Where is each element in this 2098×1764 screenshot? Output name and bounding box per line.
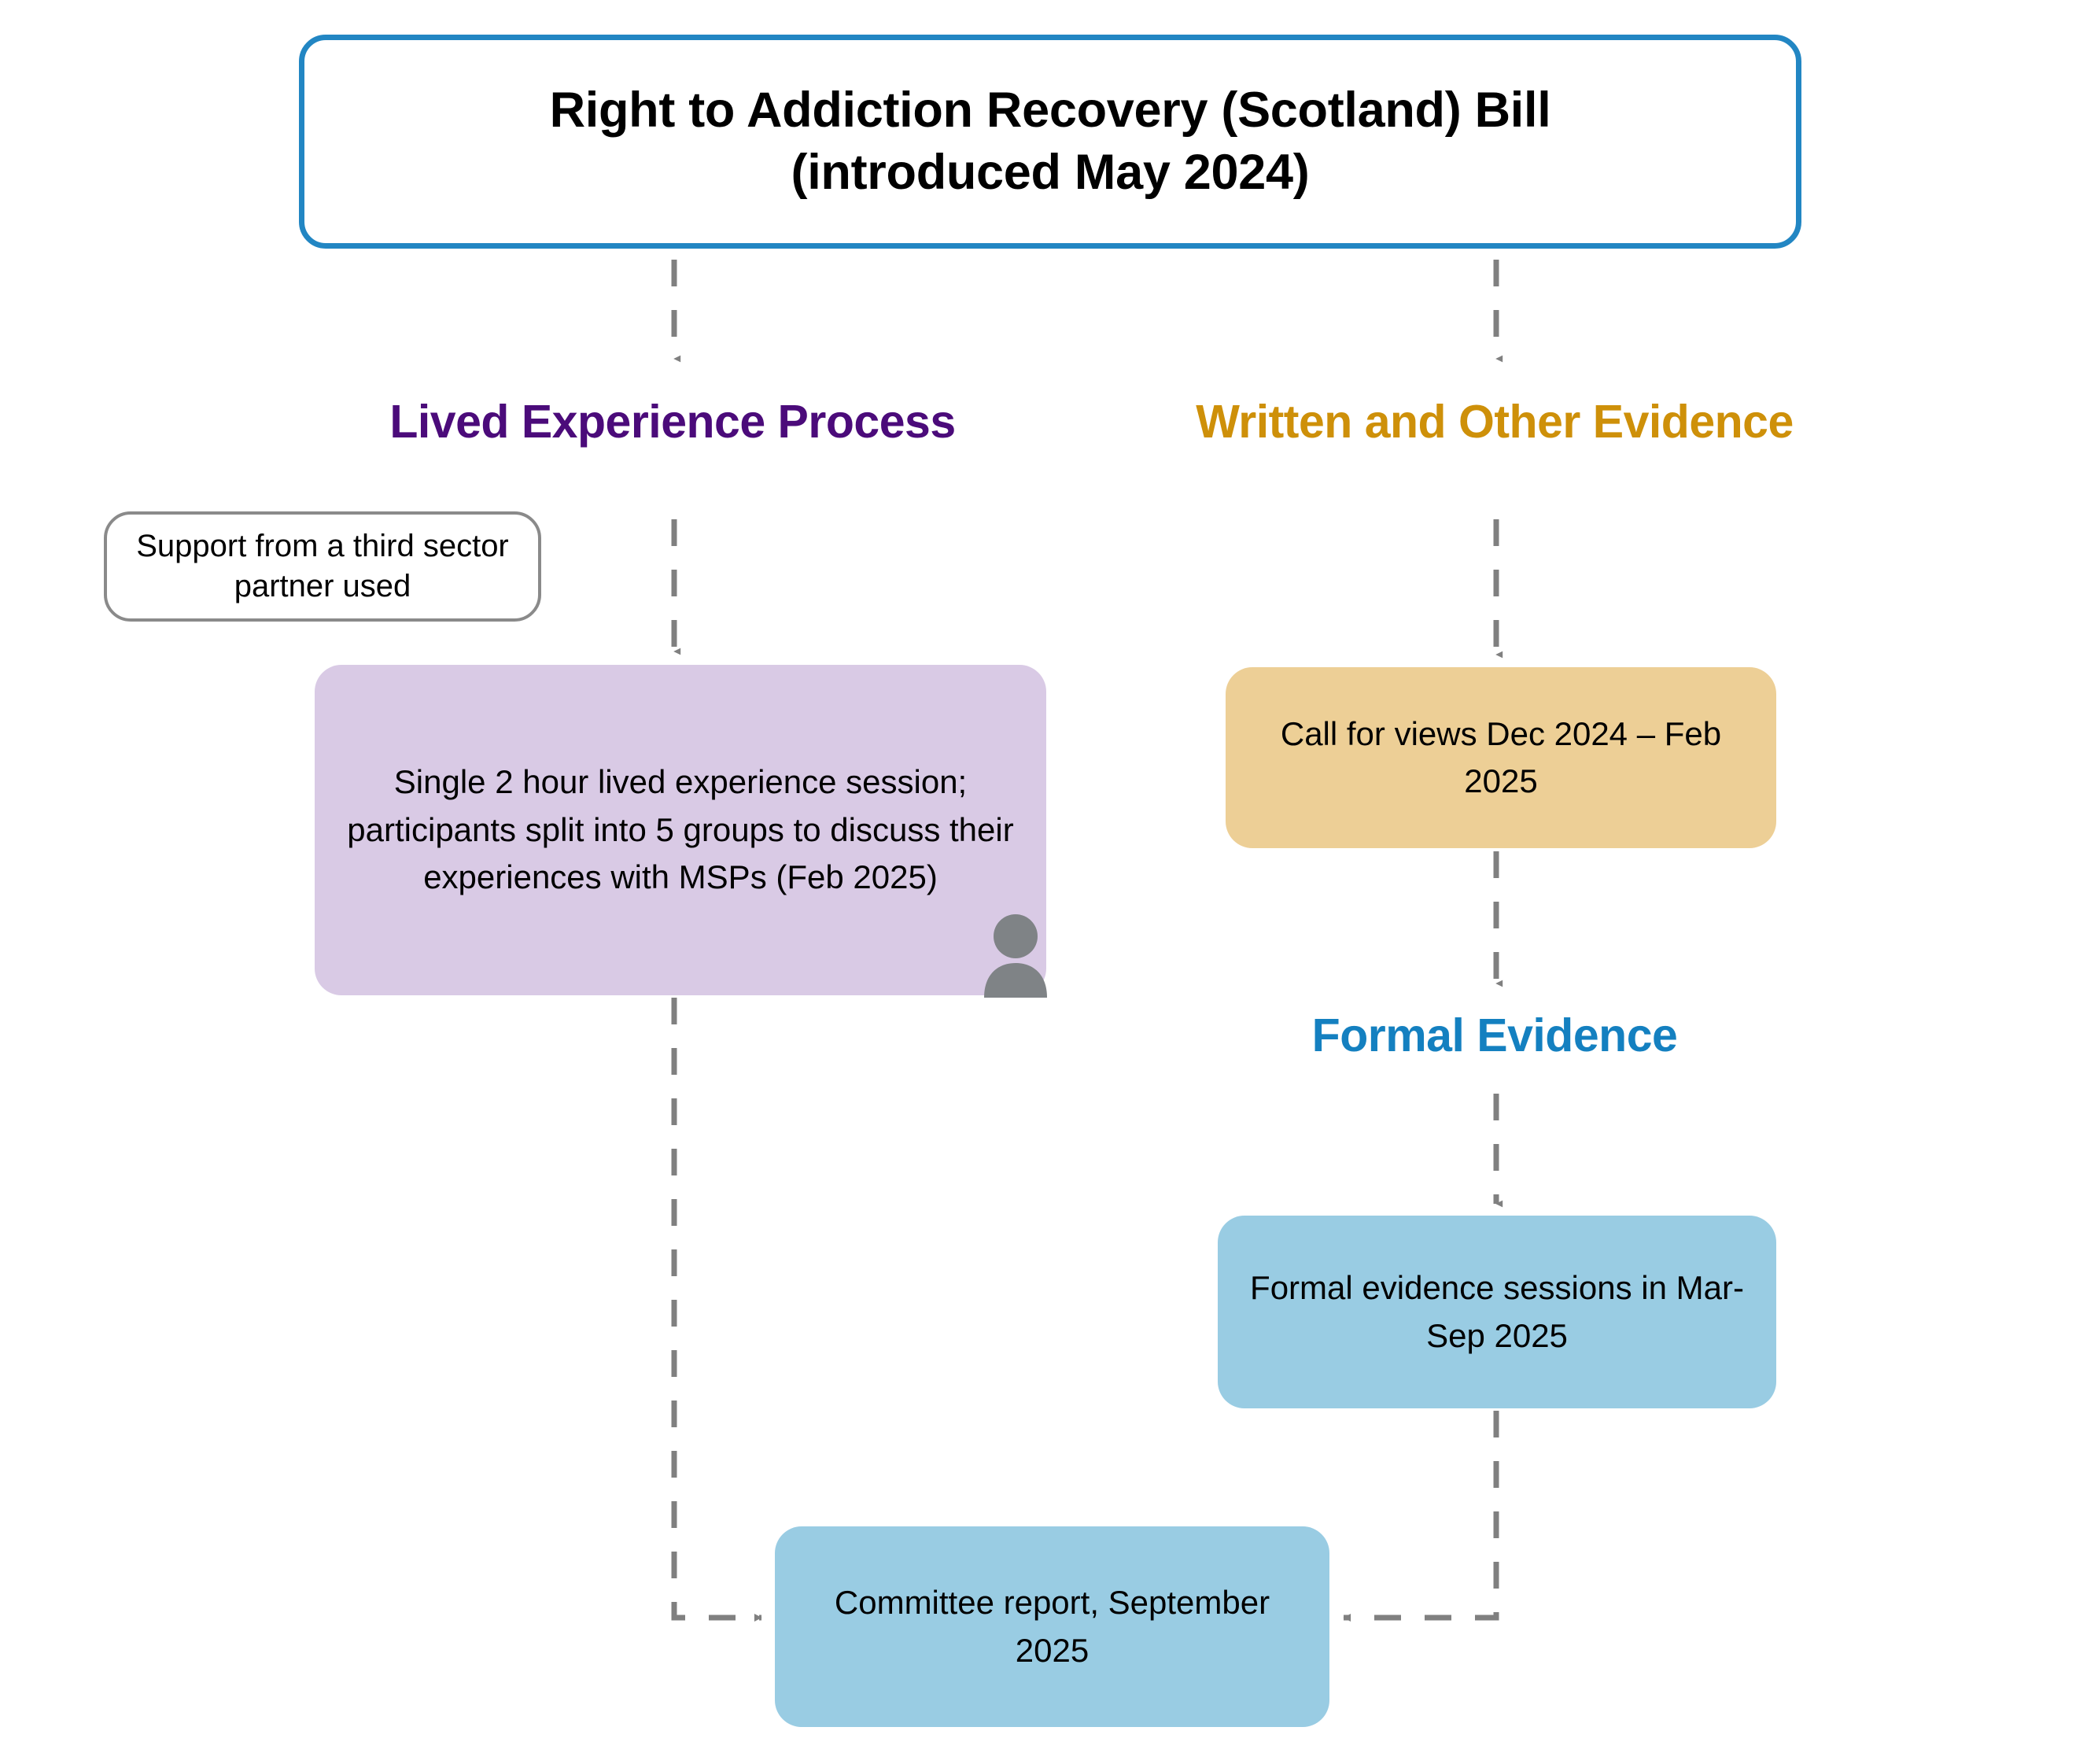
box-call-for-views: Call for views Dec 2024 – Feb 2025 — [1226, 667, 1776, 848]
bill-title-line1: Right to Addiction Recovery (Scotland) B… — [549, 83, 1551, 138]
box-call-for-views-text: Call for views Dec 2024 – Feb 2025 — [1280, 714, 1722, 799]
callout-text: Support from a third sector partner used — [136, 528, 509, 603]
bill-title-box: Right to Addiction Recovery (Scotland) B… — [299, 35, 1801, 249]
callout-third-sector-support: Support from a third sector partner used — [104, 511, 541, 622]
box-formal-evidence-sessions: Formal evidence sessions in Mar- Sep 202… — [1218, 1216, 1776, 1408]
box-lived-experience-session-text: Single 2 hour lived experience session; … — [347, 763, 1014, 896]
box-committee-report-text: Committee report, September 2025 — [834, 1584, 1270, 1669]
edge-lived-to-report — [671, 998, 762, 1622]
bill-title-line2: (introduced May 2024) — [791, 145, 1310, 200]
heading-written-and-other-evidence: Written and Other Evidence — [1196, 396, 1794, 448]
heading-formal-evidence: Formal Evidence — [1311, 1009, 1678, 1061]
heading-lived-experience-process: Lived Experience Process — [389, 396, 956, 448]
box-lived-experience-session: Single 2 hour lived experience session; … — [315, 665, 1046, 995]
person-icon — [984, 914, 1047, 998]
bill-title-text: Right to Addiction Recovery (Scotland) B… — [550, 79, 1551, 204]
edge-formal-to-report — [1343, 1411, 1499, 1622]
box-formal-evidence-sessions-text: Formal evidence sessions in Mar- Sep 202… — [1250, 1269, 1744, 1354]
box-committee-report: Committee report, September 2025 — [775, 1526, 1329, 1727]
